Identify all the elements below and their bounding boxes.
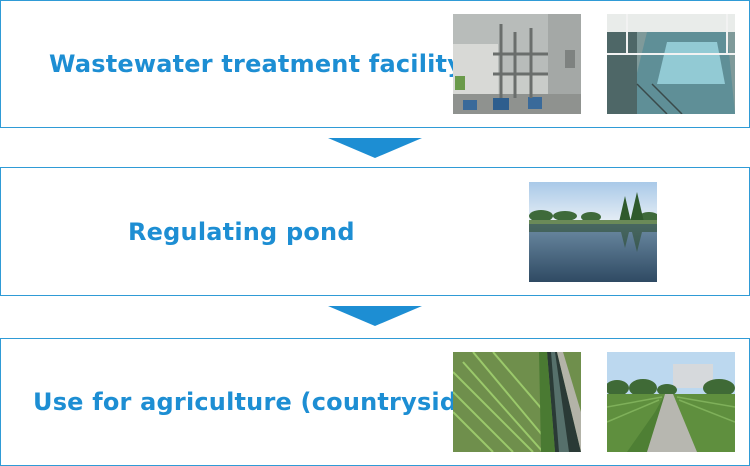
step-label-agriculture: Use for agriculture (countryside) xyxy=(33,388,485,416)
photo-treatment-tank xyxy=(607,14,735,114)
flow-arrow-down-2 xyxy=(328,306,422,326)
step-box-wastewater: Wastewater treatment facility xyxy=(0,0,750,128)
photo-rice-paddy-canal xyxy=(453,352,581,452)
photo-countryside-road xyxy=(607,352,735,452)
step-box-regulating-pond: Regulating pond xyxy=(0,167,750,296)
photo-treatment-machinery xyxy=(453,14,581,114)
step-label-regulating-pond: Regulating pond xyxy=(128,217,355,246)
flow-arrow-down-1 xyxy=(328,138,422,158)
step-label-wastewater: Wastewater treatment facility xyxy=(49,50,464,78)
step-box-agriculture: Use for agriculture (countryside) xyxy=(0,338,750,466)
photo-regulating-pond xyxy=(529,182,657,282)
